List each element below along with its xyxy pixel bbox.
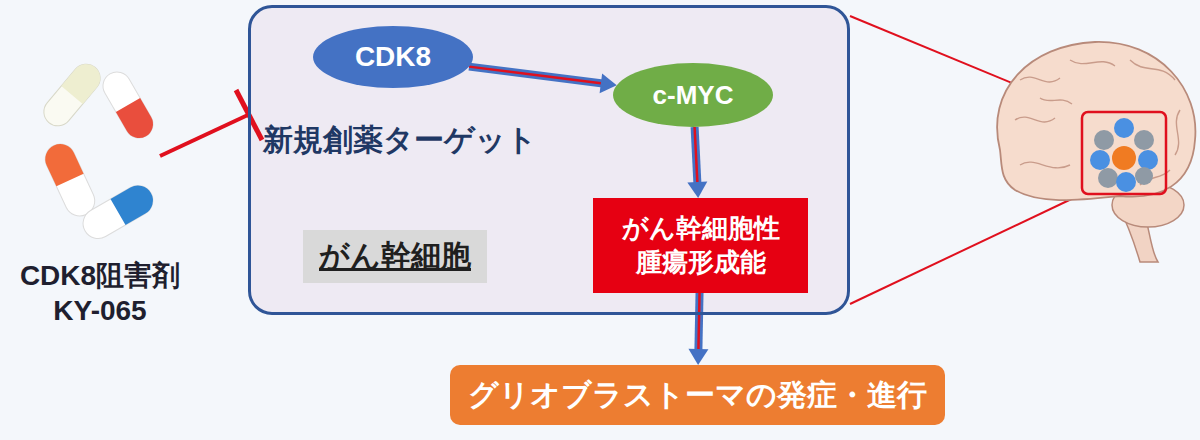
arrow-connector [688, 293, 708, 365]
arrow-connector [687, 127, 707, 198]
arrow-connector [469, 67, 617, 94]
arrow-shaft [469, 67, 603, 84]
node-text: がん幹細胞性 腫瘍形成能 [616, 212, 786, 280]
panel-label: がん幹細胞 [303, 230, 487, 283]
node-text: グリオブラストーマの発症・進行 [468, 375, 927, 416]
protein-ellipse: CDK8 [313, 26, 473, 88]
arrow-core [469, 67, 603, 84]
arrow-core [698, 293, 699, 351]
inhibition-line [160, 90, 262, 156]
effect-box: がん幹細胞性 腫瘍形成能 [593, 198, 808, 293]
node-text: CDK8 [355, 41, 431, 73]
arrow-shaft [698, 293, 699, 351]
panel-heading: 新規創薬ターゲット [263, 120, 537, 161]
panel-box: 新規創薬ターゲットがん幹細胞 CDK8 c-MYC がん幹細胞性 腫瘍形成能 [248, 5, 850, 315]
brain-illustration [997, 42, 1195, 262]
pill-capsules [38, 58, 158, 244]
drug-label: CDK8阻害剤 KY-065 [0, 258, 200, 328]
outcome-box: グリオブラストーマの発症・進行 [450, 365, 945, 425]
arrow-heads [688, 349, 708, 365]
node-text: c-MYC [653, 80, 734, 111]
panel-fill [249, 6, 849, 314]
zoom-line [850, 194, 1082, 304]
arrow-shaft [695, 127, 698, 184]
arrow-heads [687, 182, 707, 198]
arrow-core [695, 127, 698, 184]
arrow-head [687, 182, 707, 198]
protein-ellipse: c-MYC [613, 63, 773, 127]
arrow-head [688, 349, 708, 365]
